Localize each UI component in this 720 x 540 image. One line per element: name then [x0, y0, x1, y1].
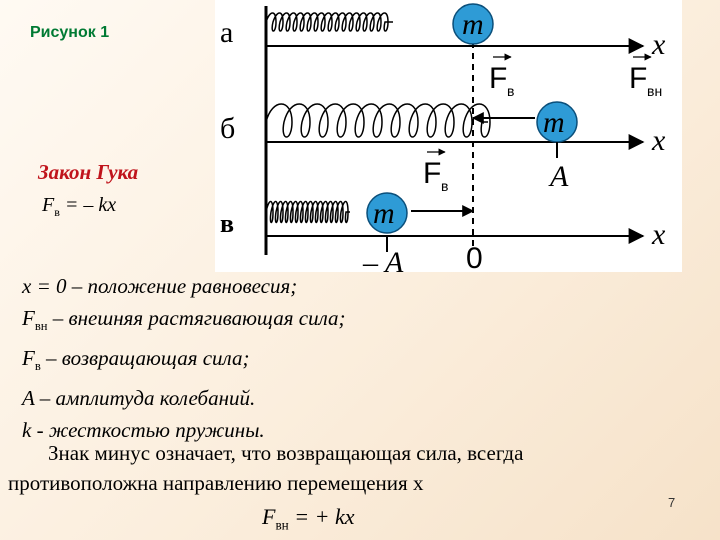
mass-ball-a [452, 3, 494, 45]
zero-label: 0 [466, 242, 483, 272]
note-line-1: Знак минус означает, что возвращающая си… [48, 441, 524, 465]
law-formula: Fв = – kx [42, 194, 117, 219]
svg-text:F: F [629, 62, 647, 95]
svg-text:в: в [507, 83, 514, 99]
note-line-2: противоположна направлению перемещения x [8, 471, 424, 495]
law-title: Закон Гука [38, 160, 139, 184]
axis-label-x-a: x [651, 28, 666, 61]
mass-ball-v [366, 192, 408, 234]
legend-item-stiffness: k - жесткостью пружины. [22, 418, 265, 443]
row-label-a: а [220, 16, 233, 49]
amplitude-label: A [548, 160, 569, 193]
neg-amplitude-label: – A [362, 246, 404, 272]
mass-label-b: m [543, 106, 565, 139]
mass-label-a: m [462, 8, 484, 41]
svg-text:F: F [423, 157, 441, 190]
figure-label: Рисунок 1 [30, 24, 110, 41]
restoring-force-label-b: F в [423, 148, 448, 194]
legend-item-restoring-force: Fв – возвращающая сила; [22, 346, 250, 374]
mass-label-v: m [373, 197, 395, 230]
row-label-b: б [220, 112, 235, 145]
page-number: 7 [668, 495, 676, 510]
external-force-label: F вн [629, 53, 662, 99]
row-label-v: в [220, 209, 234, 238]
final-formula: Fвн = + kx [262, 504, 355, 533]
legend-item-amplitude: A – амплитуда колебаний. [22, 386, 256, 411]
legend-item-equilibrium: x = 0 – положение равновесия; [22, 274, 298, 298]
restoring-force-label-a: F в [489, 53, 514, 99]
svg-text:в: в [441, 178, 448, 194]
spring-diagram: а б в x x x 0 m m m F в F вн F в A – A [220, 3, 666, 272]
spring-v [265, 200, 350, 224]
legend-item-external-force: Fвн – внешняя растягивающая сила; [22, 306, 346, 334]
spring-b [265, 103, 491, 138]
axis-label-x-v: x [651, 218, 666, 251]
svg-text:вн: вн [647, 83, 662, 99]
axis-label-x-b: x [651, 124, 666, 157]
spring-a [265, 12, 393, 32]
explanation-note: Знак минус означает, что возвращающая си… [8, 438, 708, 498]
svg-text:F: F [489, 62, 507, 95]
legend-list: x = 0 – положение равновесия; Fвн – внеш… [22, 270, 346, 446]
